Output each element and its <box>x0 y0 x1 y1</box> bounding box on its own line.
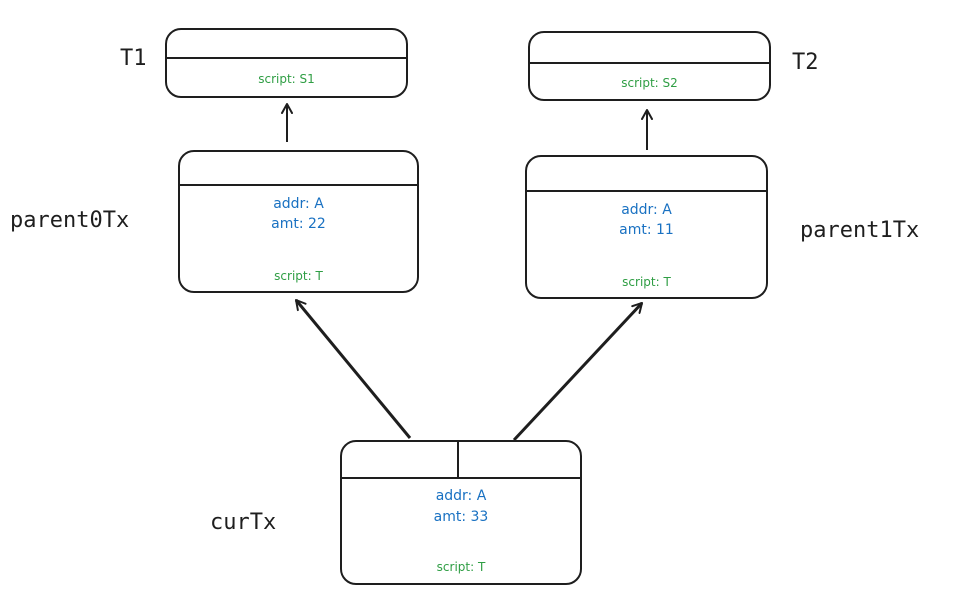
t1-box: script: S1 <box>165 28 408 98</box>
t1-script: script: S1 <box>258 72 315 86</box>
t2-label: T2 <box>792 50 819 75</box>
parent1tx-header-divider <box>527 190 766 192</box>
parent1tx-addr: addr: A <box>621 202 672 218</box>
parent0tx-addr: addr: A <box>273 196 324 212</box>
curtx-amt: amt: 33 <box>433 509 489 525</box>
curtx-label: curTx <box>210 510 277 535</box>
curtx-box: addr: A amt: 33 script: T <box>340 440 582 585</box>
parent0tx-header-divider <box>180 184 417 186</box>
t1-header-divider <box>167 57 406 59</box>
parent1tx-box: addr: A amt: 11 script: T <box>525 155 768 299</box>
parent1tx-label: parent1Tx <box>800 218 920 243</box>
parent0tx-script: script: T <box>274 269 323 283</box>
t2-box: script: S2 <box>528 31 771 101</box>
t1-label: T1 <box>120 46 147 71</box>
parent1tx-amt: amt: 11 <box>619 222 674 238</box>
curtx-input-separator <box>457 442 459 477</box>
parent1tx-script: script: T <box>622 275 671 289</box>
arrow-cur-to-parent0 <box>294 299 412 439</box>
parent0tx-label: parent0Tx <box>10 208 130 233</box>
curtx-header-divider <box>342 477 580 479</box>
t2-header-divider <box>530 62 769 64</box>
parent0tx-amt: amt: 22 <box>271 216 326 232</box>
curtx-addr: addr: A <box>435 488 487 504</box>
parent0tx-box: addr: A amt: 22 script: T <box>178 150 419 293</box>
arrow-cur-to-parent1 <box>512 301 644 442</box>
curtx-script: script: T <box>436 560 486 574</box>
t2-script: script: S2 <box>621 76 678 90</box>
